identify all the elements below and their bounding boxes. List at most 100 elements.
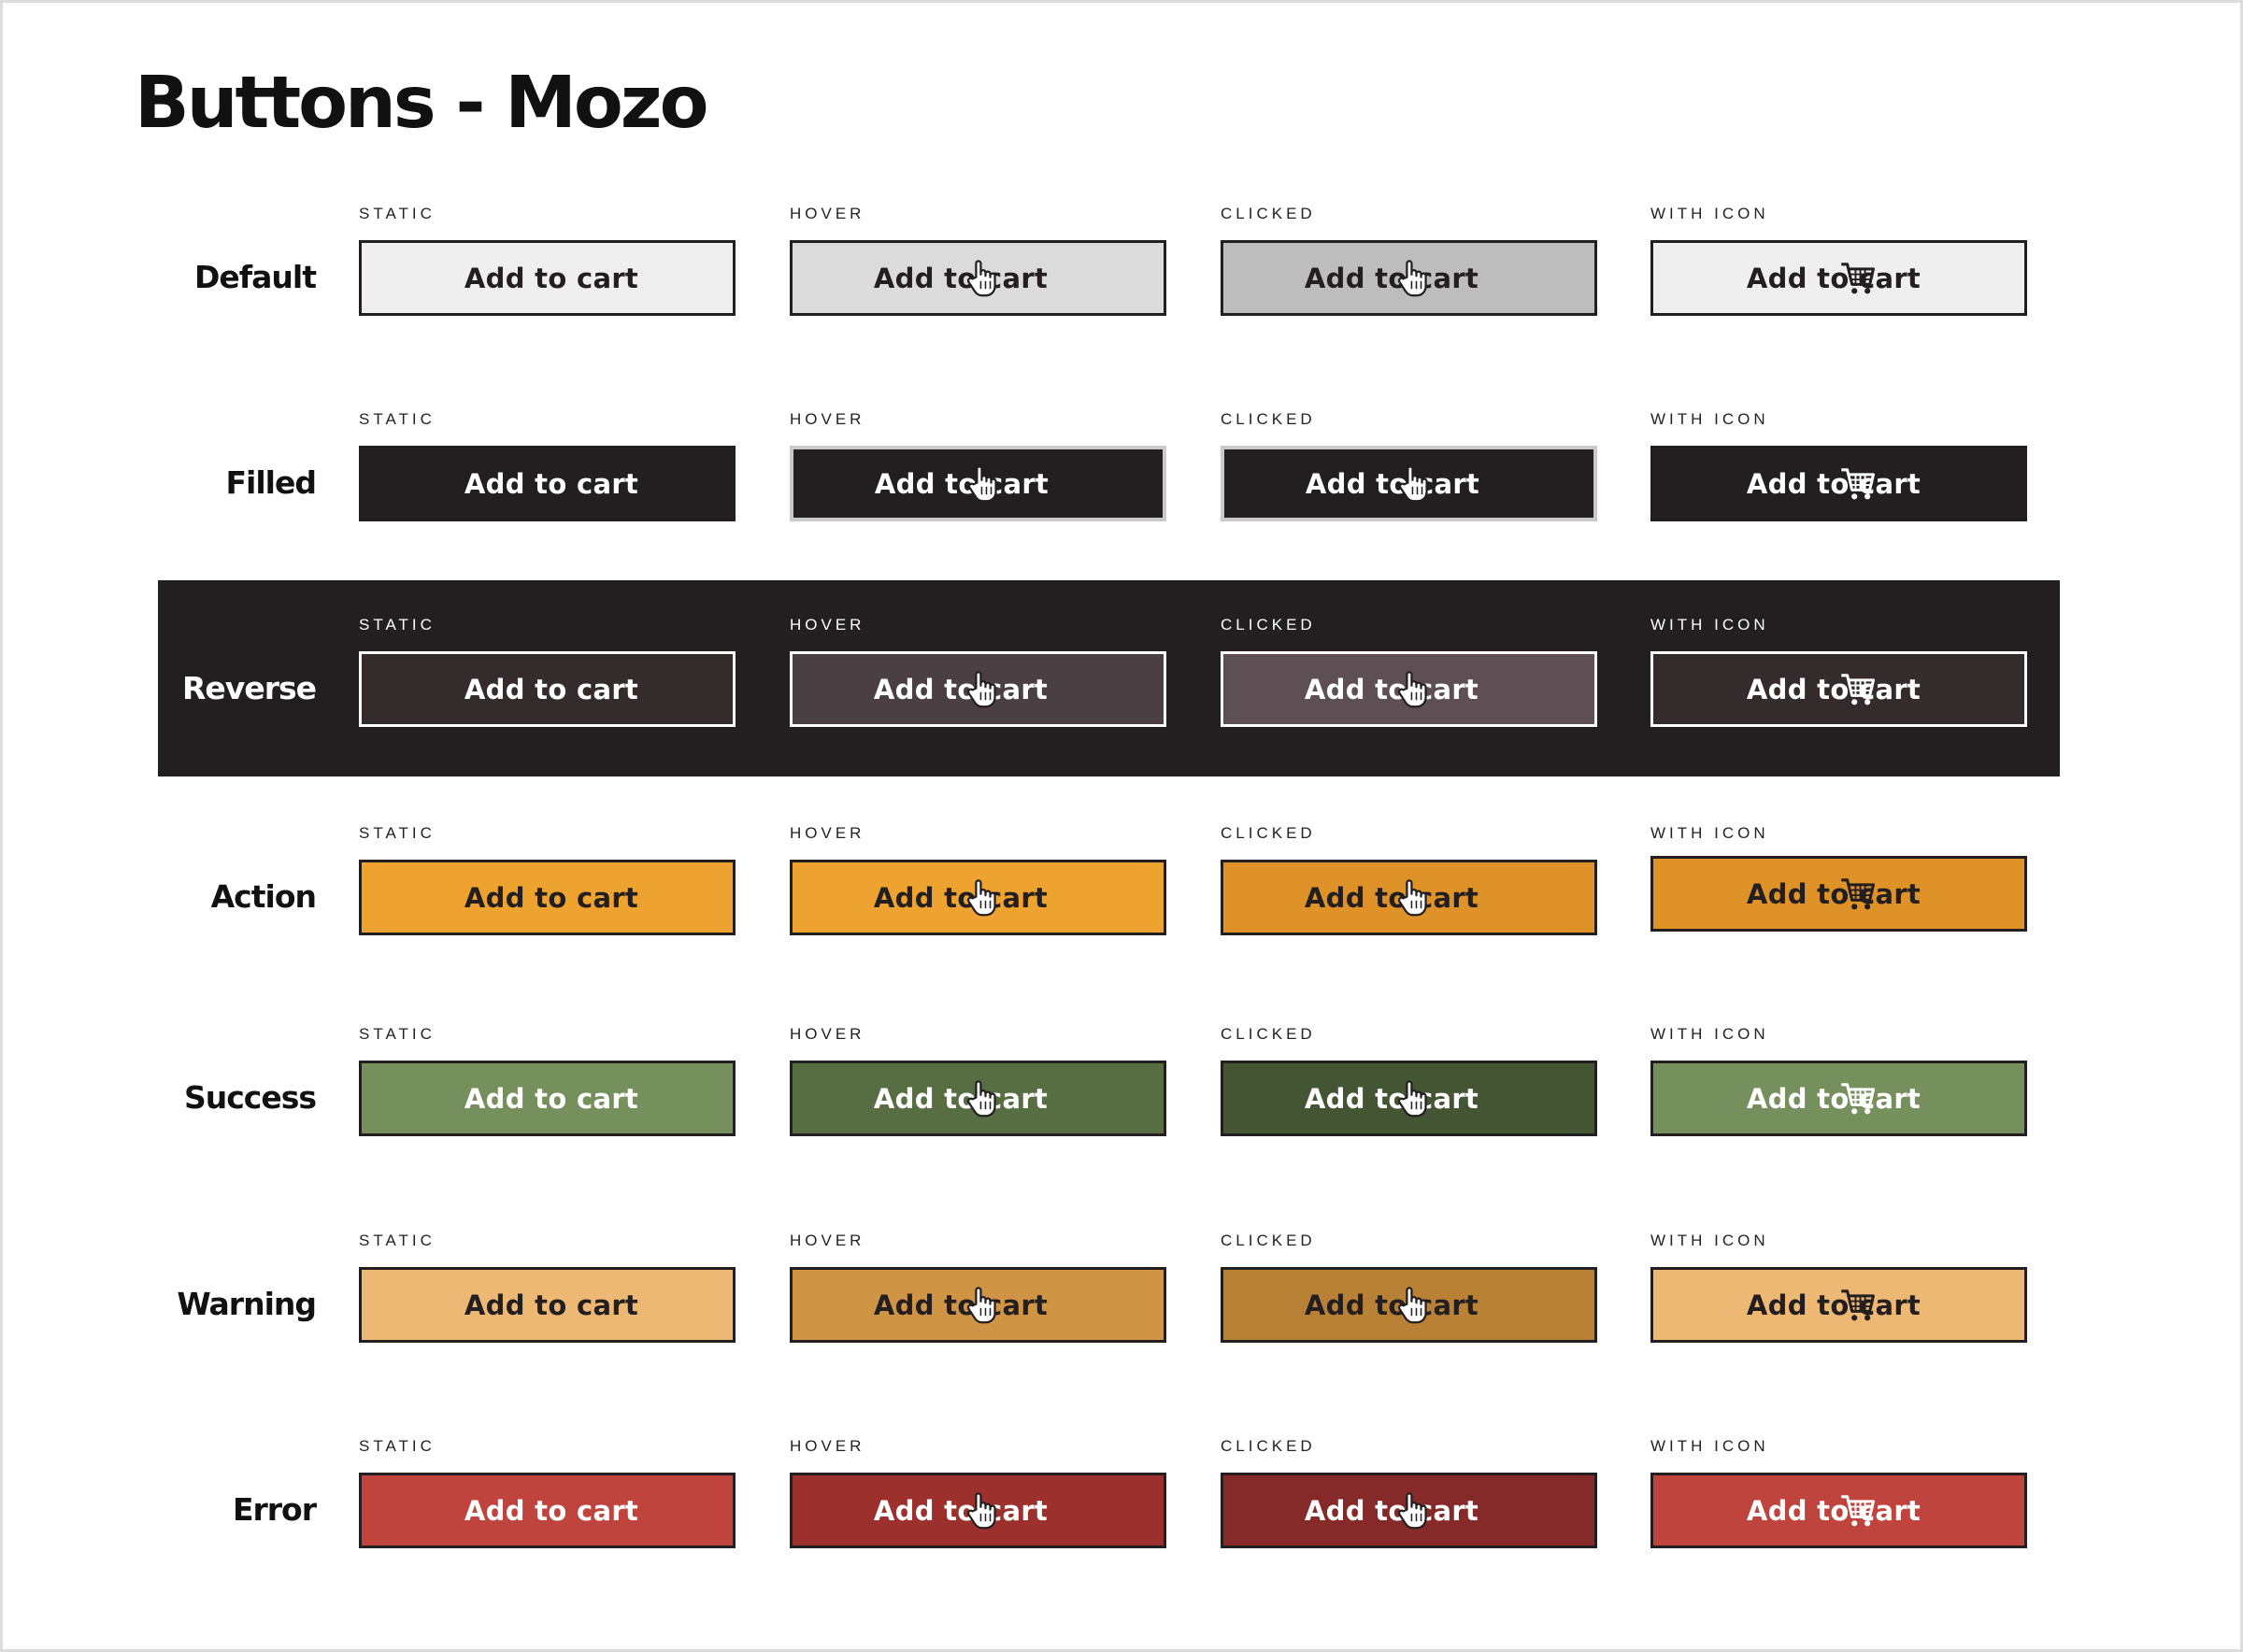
add-to-cart-button-default-clicked[interactable]: Add to cart bbox=[1221, 240, 1597, 316]
add-to-cart-button-success-hover[interactable]: Add to cart bbox=[790, 1061, 1166, 1136]
hand-pointer-icon bbox=[1397, 1286, 1427, 1323]
state-label-static: STATIC bbox=[359, 1232, 436, 1249]
button-label: Add to cart bbox=[464, 673, 639, 705]
state-label-clicked: CLICKED bbox=[1221, 205, 1316, 222]
add-to-cart-button-warning-with-icon[interactable]: Add to cart bbox=[1650, 1267, 2027, 1343]
add-to-cart-button-filled-hover[interactable]: Add to cart bbox=[790, 446, 1166, 521]
hand-pointer-icon bbox=[966, 878, 996, 916]
add-to-cart-button-success-clicked[interactable]: Add to cart bbox=[1221, 1061, 1597, 1136]
hand-pointer-icon bbox=[966, 670, 996, 707]
state-label-hover: HOVER bbox=[790, 205, 865, 222]
add-to-cart-button-error-static[interactable]: Add to cart bbox=[359, 1473, 736, 1548]
state-label-with-icon: WITH ICON bbox=[1650, 1232, 1769, 1249]
add-to-cart-button-warning-static[interactable]: Add to cart bbox=[359, 1267, 736, 1343]
state-label-static: STATIC bbox=[359, 1437, 436, 1455]
button-label: Add to cart bbox=[464, 262, 639, 294]
shopping-cart-icon bbox=[1841, 262, 1875, 293]
page-title: Buttons - Mozo bbox=[135, 62, 708, 145]
state-label-with-icon: WITH ICON bbox=[1650, 1025, 1769, 1043]
button-label: Add to cart bbox=[874, 467, 1050, 500]
button-label: Add to cart bbox=[873, 1494, 1049, 1527]
button-label: Add to cart bbox=[464, 1082, 639, 1115]
shopping-cart-icon bbox=[1841, 877, 1875, 909]
button-label: Add to cart bbox=[1746, 673, 1922, 705]
button-label: Add to cart bbox=[1746, 1289, 1922, 1321]
hand-pointer-icon bbox=[966, 1079, 996, 1117]
button-label: Add to cart bbox=[873, 1082, 1049, 1115]
button-label: Add to cart bbox=[1746, 1494, 1922, 1527]
shopping-cart-icon bbox=[1841, 1494, 1875, 1526]
add-to-cart-button-default-with-icon[interactable]: Add to cart bbox=[1650, 240, 2027, 316]
add-to-cart-button-reverse-static[interactable]: Add to cart bbox=[359, 651, 736, 727]
state-label-clicked: CLICKED bbox=[1221, 824, 1316, 842]
add-to-cart-button-action-hover[interactable]: Add to cart bbox=[790, 860, 1166, 935]
button-label: Add to cart bbox=[1304, 1082, 1479, 1115]
shopping-cart-icon bbox=[1841, 673, 1875, 705]
state-label-static: STATIC bbox=[359, 616, 436, 634]
add-to-cart-button-default-hover[interactable]: Add to cart bbox=[790, 240, 1166, 316]
button-label: Add to cart bbox=[873, 881, 1049, 914]
state-label-hover: HOVER bbox=[790, 1025, 865, 1043]
add-to-cart-button-filled-static[interactable]: Add to cart bbox=[359, 446, 736, 521]
shopping-cart-icon bbox=[1841, 1289, 1875, 1320]
add-to-cart-button-error-hover[interactable]: Add to cart bbox=[790, 1473, 1166, 1548]
button-label: Add to cart bbox=[1304, 881, 1479, 914]
hand-pointer-icon bbox=[1397, 670, 1427, 707]
add-to-cart-button-default-static[interactable]: Add to cart bbox=[359, 240, 736, 316]
add-to-cart-button-error-clicked[interactable]: Add to cart bbox=[1221, 1473, 1597, 1548]
button-label: Add to cart bbox=[1304, 1289, 1479, 1321]
state-label-static: STATIC bbox=[359, 205, 436, 222]
button-label: Add to cart bbox=[464, 467, 639, 500]
add-to-cart-button-action-with-icon[interactable]: Add to cart bbox=[1650, 856, 2027, 932]
state-label-with-icon: WITH ICON bbox=[1650, 1437, 1769, 1455]
add-to-cart-button-warning-clicked[interactable]: Add to cart bbox=[1221, 1267, 1597, 1343]
state-label-clicked: CLICKED bbox=[1221, 616, 1316, 634]
button-label: Add to cart bbox=[1304, 673, 1479, 705]
state-label-static: STATIC bbox=[359, 1025, 436, 1043]
state-label-clicked: CLICKED bbox=[1221, 1232, 1316, 1249]
add-to-cart-button-filled-with-icon[interactable]: Add to cart bbox=[1650, 446, 2027, 521]
button-label: Add to cart bbox=[1305, 467, 1480, 500]
button-label: Add to cart bbox=[464, 1494, 639, 1527]
button-label: Add to cart bbox=[1746, 1082, 1922, 1115]
button-label: Add to cart bbox=[1746, 467, 1922, 500]
hand-pointer-icon bbox=[1397, 1079, 1427, 1117]
add-to-cart-button-reverse-clicked[interactable]: Add to cart bbox=[1221, 651, 1597, 727]
hand-pointer-icon bbox=[967, 464, 997, 502]
state-label-with-icon: WITH ICON bbox=[1650, 616, 1769, 634]
button-label: Add to cart bbox=[464, 881, 639, 914]
hand-pointer-icon bbox=[1398, 464, 1428, 502]
hand-pointer-icon bbox=[1397, 259, 1427, 296]
shopping-cart-icon bbox=[1841, 1082, 1875, 1114]
add-to-cart-button-error-with-icon[interactable]: Add to cart bbox=[1650, 1473, 2027, 1548]
state-label-static: STATIC bbox=[359, 410, 436, 428]
add-to-cart-button-action-static[interactable]: Add to cart bbox=[359, 860, 736, 935]
add-to-cart-button-reverse-with-icon[interactable]: Add to cart bbox=[1650, 651, 2027, 727]
row-label-error: Error bbox=[232, 1491, 317, 1528]
button-label: Add to cart bbox=[873, 1289, 1049, 1321]
row-label-filled: Filled bbox=[225, 464, 317, 501]
button-label: Add to cart bbox=[464, 1289, 639, 1321]
hand-pointer-icon bbox=[966, 1491, 996, 1529]
add-to-cart-button-success-static[interactable]: Add to cart bbox=[359, 1061, 736, 1136]
state-label-hover: HOVER bbox=[790, 1437, 865, 1455]
row-label-success: Success bbox=[183, 1079, 317, 1116]
state-label-static: STATIC bbox=[359, 824, 436, 842]
state-label-hover: HOVER bbox=[790, 824, 865, 842]
add-to-cart-button-warning-hover[interactable]: Add to cart bbox=[790, 1267, 1166, 1343]
add-to-cart-button-filled-clicked[interactable]: Add to cart bbox=[1221, 446, 1597, 521]
hand-pointer-icon bbox=[966, 259, 996, 296]
state-label-with-icon: WITH ICON bbox=[1650, 410, 1769, 428]
button-label: Add to cart bbox=[1304, 1494, 1479, 1527]
hand-pointer-icon bbox=[1397, 1491, 1427, 1529]
add-to-cart-button-action-clicked[interactable]: Add to cart bbox=[1221, 860, 1597, 935]
state-label-clicked: CLICKED bbox=[1221, 1437, 1316, 1455]
add-to-cart-button-reverse-hover[interactable]: Add to cart bbox=[790, 651, 1166, 727]
button-label: Add to cart bbox=[1746, 262, 1922, 294]
row-label-default: Default bbox=[194, 259, 317, 295]
button-label: Add to cart bbox=[873, 673, 1049, 705]
state-label-clicked: CLICKED bbox=[1221, 1025, 1316, 1043]
add-to-cart-button-success-with-icon[interactable]: Add to cart bbox=[1650, 1061, 2027, 1136]
hand-pointer-icon bbox=[966, 1286, 996, 1323]
